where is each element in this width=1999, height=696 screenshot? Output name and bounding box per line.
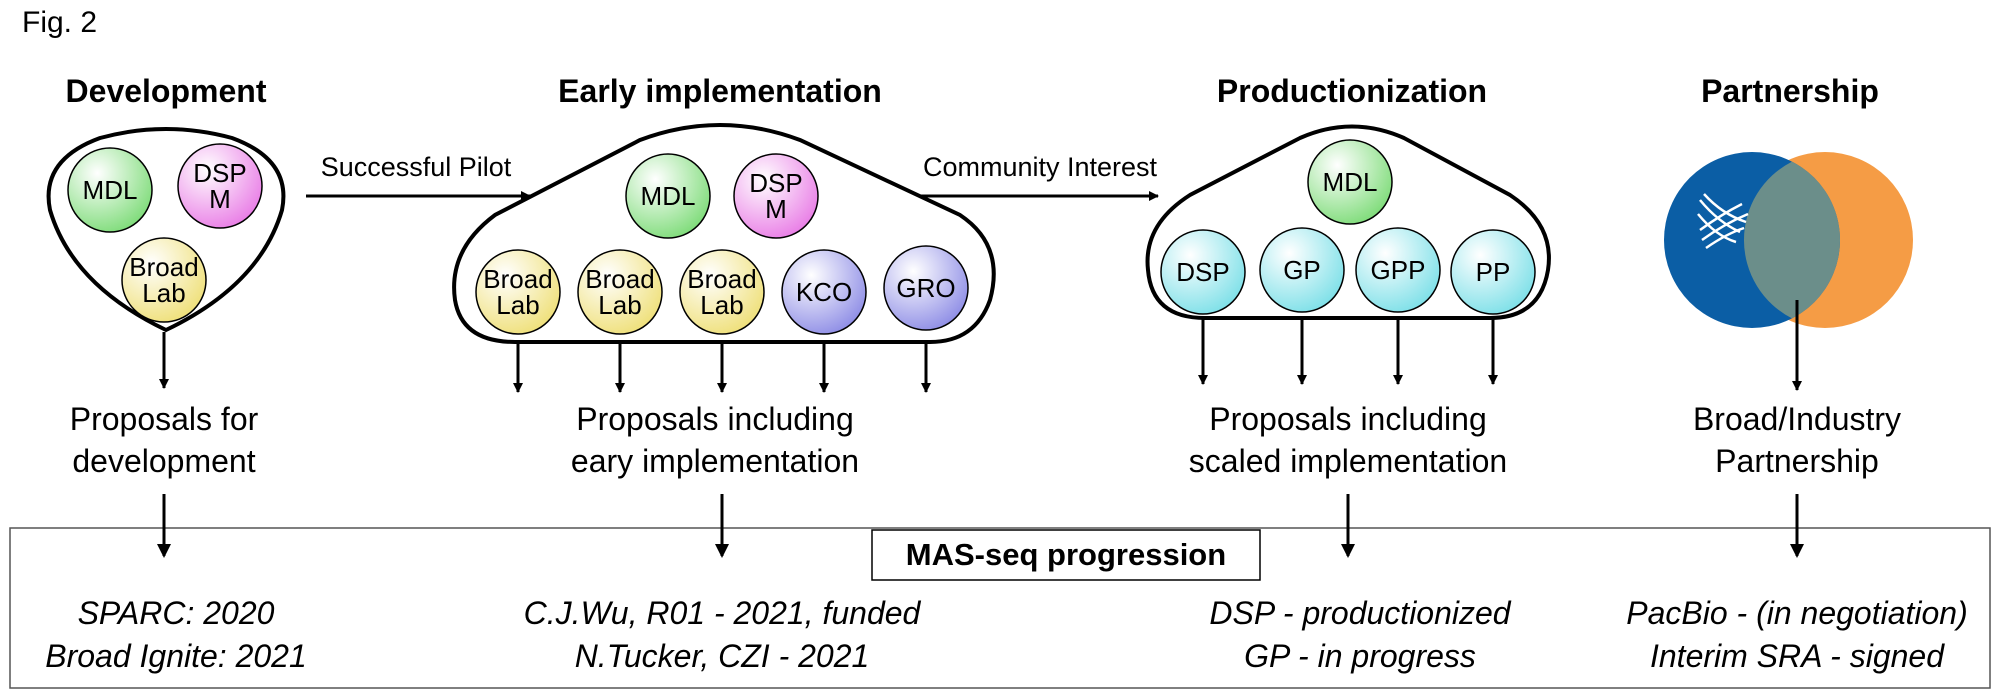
stage-title-development: Development [66, 73, 267, 109]
progression-title-box [871, 529, 1261, 581]
node-label: Lab [598, 290, 641, 320]
node-label: M [765, 194, 787, 224]
example-prod-line2: GP - in progress [1244, 638, 1476, 674]
node-label: GP [1283, 255, 1321, 285]
node-mdl: MDL [67, 147, 153, 233]
proposal-early-line2: eary implementation [571, 443, 859, 479]
proposal-early-line1: Proposals including [576, 401, 854, 437]
progression-title: MAS-seq progression [906, 537, 1226, 572]
example-prod-line1: DSP - productionized [1209, 595, 1511, 631]
stage-title-early-implementation: Early implementation [558, 73, 882, 109]
stage-title-productionization: Productionization [1217, 73, 1487, 109]
proposal-development-line1: Proposals for [70, 401, 259, 437]
node-gpp: GPP [1355, 227, 1441, 313]
node-label: Lab [142, 278, 185, 308]
progression-box [9, 527, 1991, 689]
node-gp: GP [1259, 227, 1345, 313]
partnership-logo [1664, 152, 1913, 328]
example-early-line1: C.J.Wu, R01 - 2021, funded [524, 595, 922, 631]
example-development-line1: SPARC: 2020 [78, 595, 275, 631]
edge-label-community-interest: Community Interest [923, 152, 1158, 182]
node-dsp: DSP [1160, 229, 1246, 315]
node-label: DSP [1176, 257, 1229, 287]
node-label: DSP [193, 158, 246, 188]
node-label: M [209, 184, 231, 214]
example-partnership-line1: PacBio - (in negotiation) [1626, 595, 1968, 631]
node-mdl: MDL [625, 153, 711, 239]
node-label: Lab [700, 290, 743, 320]
example-partnership-line2: Interim SRA - signed [1650, 638, 1945, 674]
proposal-prod-line1: Proposals including [1209, 401, 1487, 437]
node-label: Broad [129, 252, 198, 282]
stage-title-partnership: Partnership [1701, 73, 1879, 109]
node-circle [1355, 227, 1441, 313]
node-circle [121, 237, 207, 323]
node-circle [883, 245, 969, 331]
proposal-development-line2: development [72, 443, 255, 479]
node-circle [577, 249, 663, 335]
node-circle [1259, 227, 1345, 313]
node-circle [1160, 229, 1246, 315]
node-label: GRO [896, 273, 955, 303]
node-label: PP [1476, 257, 1511, 287]
node-circle [67, 147, 153, 233]
example-early-line2: N.Tucker, CZI - 2021 [575, 638, 870, 674]
node-label: Broad [483, 264, 552, 294]
proposal-prod-line2: scaled implementation [1189, 443, 1507, 479]
node-circle [475, 249, 561, 335]
node-kco: KCO [781, 249, 867, 335]
node-circle [1450, 229, 1536, 315]
node-pp: PP [1450, 229, 1536, 315]
logo-overlap [1743, 161, 1841, 319]
node-circle [1307, 139, 1393, 225]
node-label: KCO [796, 277, 852, 307]
node-label: MDL [1323, 167, 1378, 197]
edge-label-successful-pilot: Successful Pilot [321, 152, 512, 182]
node-circle [733, 153, 819, 239]
node-label: MDL [83, 175, 138, 205]
node-label: Broad [687, 264, 756, 294]
node-circle [177, 143, 263, 229]
node-label: Lab [496, 290, 539, 320]
node-circle [625, 153, 711, 239]
productionization-nodes: MDL DSP GP GPP PP [1160, 139, 1536, 315]
node-mdl: MDL [1307, 139, 1393, 225]
node-label: DSP [749, 168, 802, 198]
figure-label: Fig. 2 [22, 6, 97, 39]
proposal-partnership-line2: Partnership [1715, 443, 1879, 479]
broad-helix-icon [1697, 193, 1749, 250]
node-label: MDL [641, 181, 696, 211]
node-label: Broad [585, 264, 654, 294]
node-gro: GRO [883, 245, 969, 331]
node-label: GPP [1371, 255, 1426, 285]
proposal-partnership-line1: Broad/Industry [1693, 401, 1901, 437]
example-development-line2: Broad Ignite: 2021 [45, 638, 307, 674]
node-circle [781, 249, 867, 335]
node-circle [679, 249, 765, 335]
